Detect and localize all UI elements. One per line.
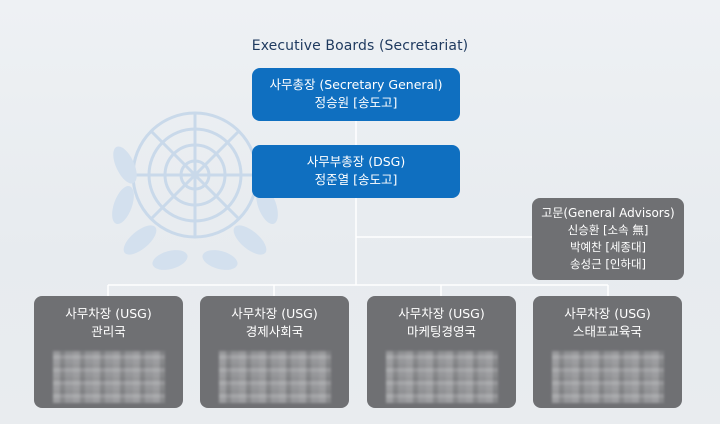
advisor-name: 박예찬 [세종대] — [569, 240, 647, 254]
blurred-names — [385, 351, 498, 403]
secretary-general-role: 사무총장 (Secretary General) — [269, 77, 443, 92]
dsg-name: 정준열 [송도고] — [314, 172, 398, 187]
usg-role: 사무차장 (USG) — [398, 306, 485, 321]
deputy-secretary-general-box: 사무부총장 (DSG) 정준열 [송도고] — [252, 145, 460, 198]
chart-title: Executive Boards (Secretariat) — [251, 38, 469, 54]
advisors-role: 고문(General Advisors) — [541, 206, 675, 220]
advisor-name: 신승환 [소속 無] — [567, 223, 649, 237]
usg-department: 스태프교육국 — [572, 324, 642, 339]
usg-box-staff-education: 사무차장 (USG) 스태프교육국 — [533, 296, 682, 408]
usg-department: 마케팅경영국 — [406, 324, 476, 339]
dsg-role: 사무부총장 (DSG) — [306, 154, 406, 169]
usg-box-economic-social: 사무차장 (USG) 경제사회국 — [200, 296, 349, 408]
secretary-general-name: 정승원 [송도고] — [314, 95, 398, 110]
general-advisors-box: 고문(General Advisors) 신승환 [소속 無] 박예찬 [세종대… — [532, 198, 684, 280]
blurred-names — [52, 351, 165, 403]
usg-box-marketing: 사무차장 (USG) 마케팅경영국 — [367, 296, 516, 408]
usg-role: 사무차장 (USG) — [65, 306, 152, 321]
secretary-general-box: 사무총장 (Secretary General) 정승원 [송도고] — [252, 68, 460, 121]
usg-box-management: 사무차장 (USG) 관리국 — [34, 296, 183, 408]
blurred-names — [218, 351, 331, 403]
advisor-name: 송성근 [인하대] — [569, 257, 647, 271]
blurred-names — [551, 351, 664, 403]
usg-role: 사무차장 (USG) — [564, 306, 651, 321]
usg-department: 경제사회국 — [245, 324, 304, 339]
usg-role: 사무차장 (USG) — [231, 306, 318, 321]
usg-department: 관리국 — [91, 324, 126, 339]
